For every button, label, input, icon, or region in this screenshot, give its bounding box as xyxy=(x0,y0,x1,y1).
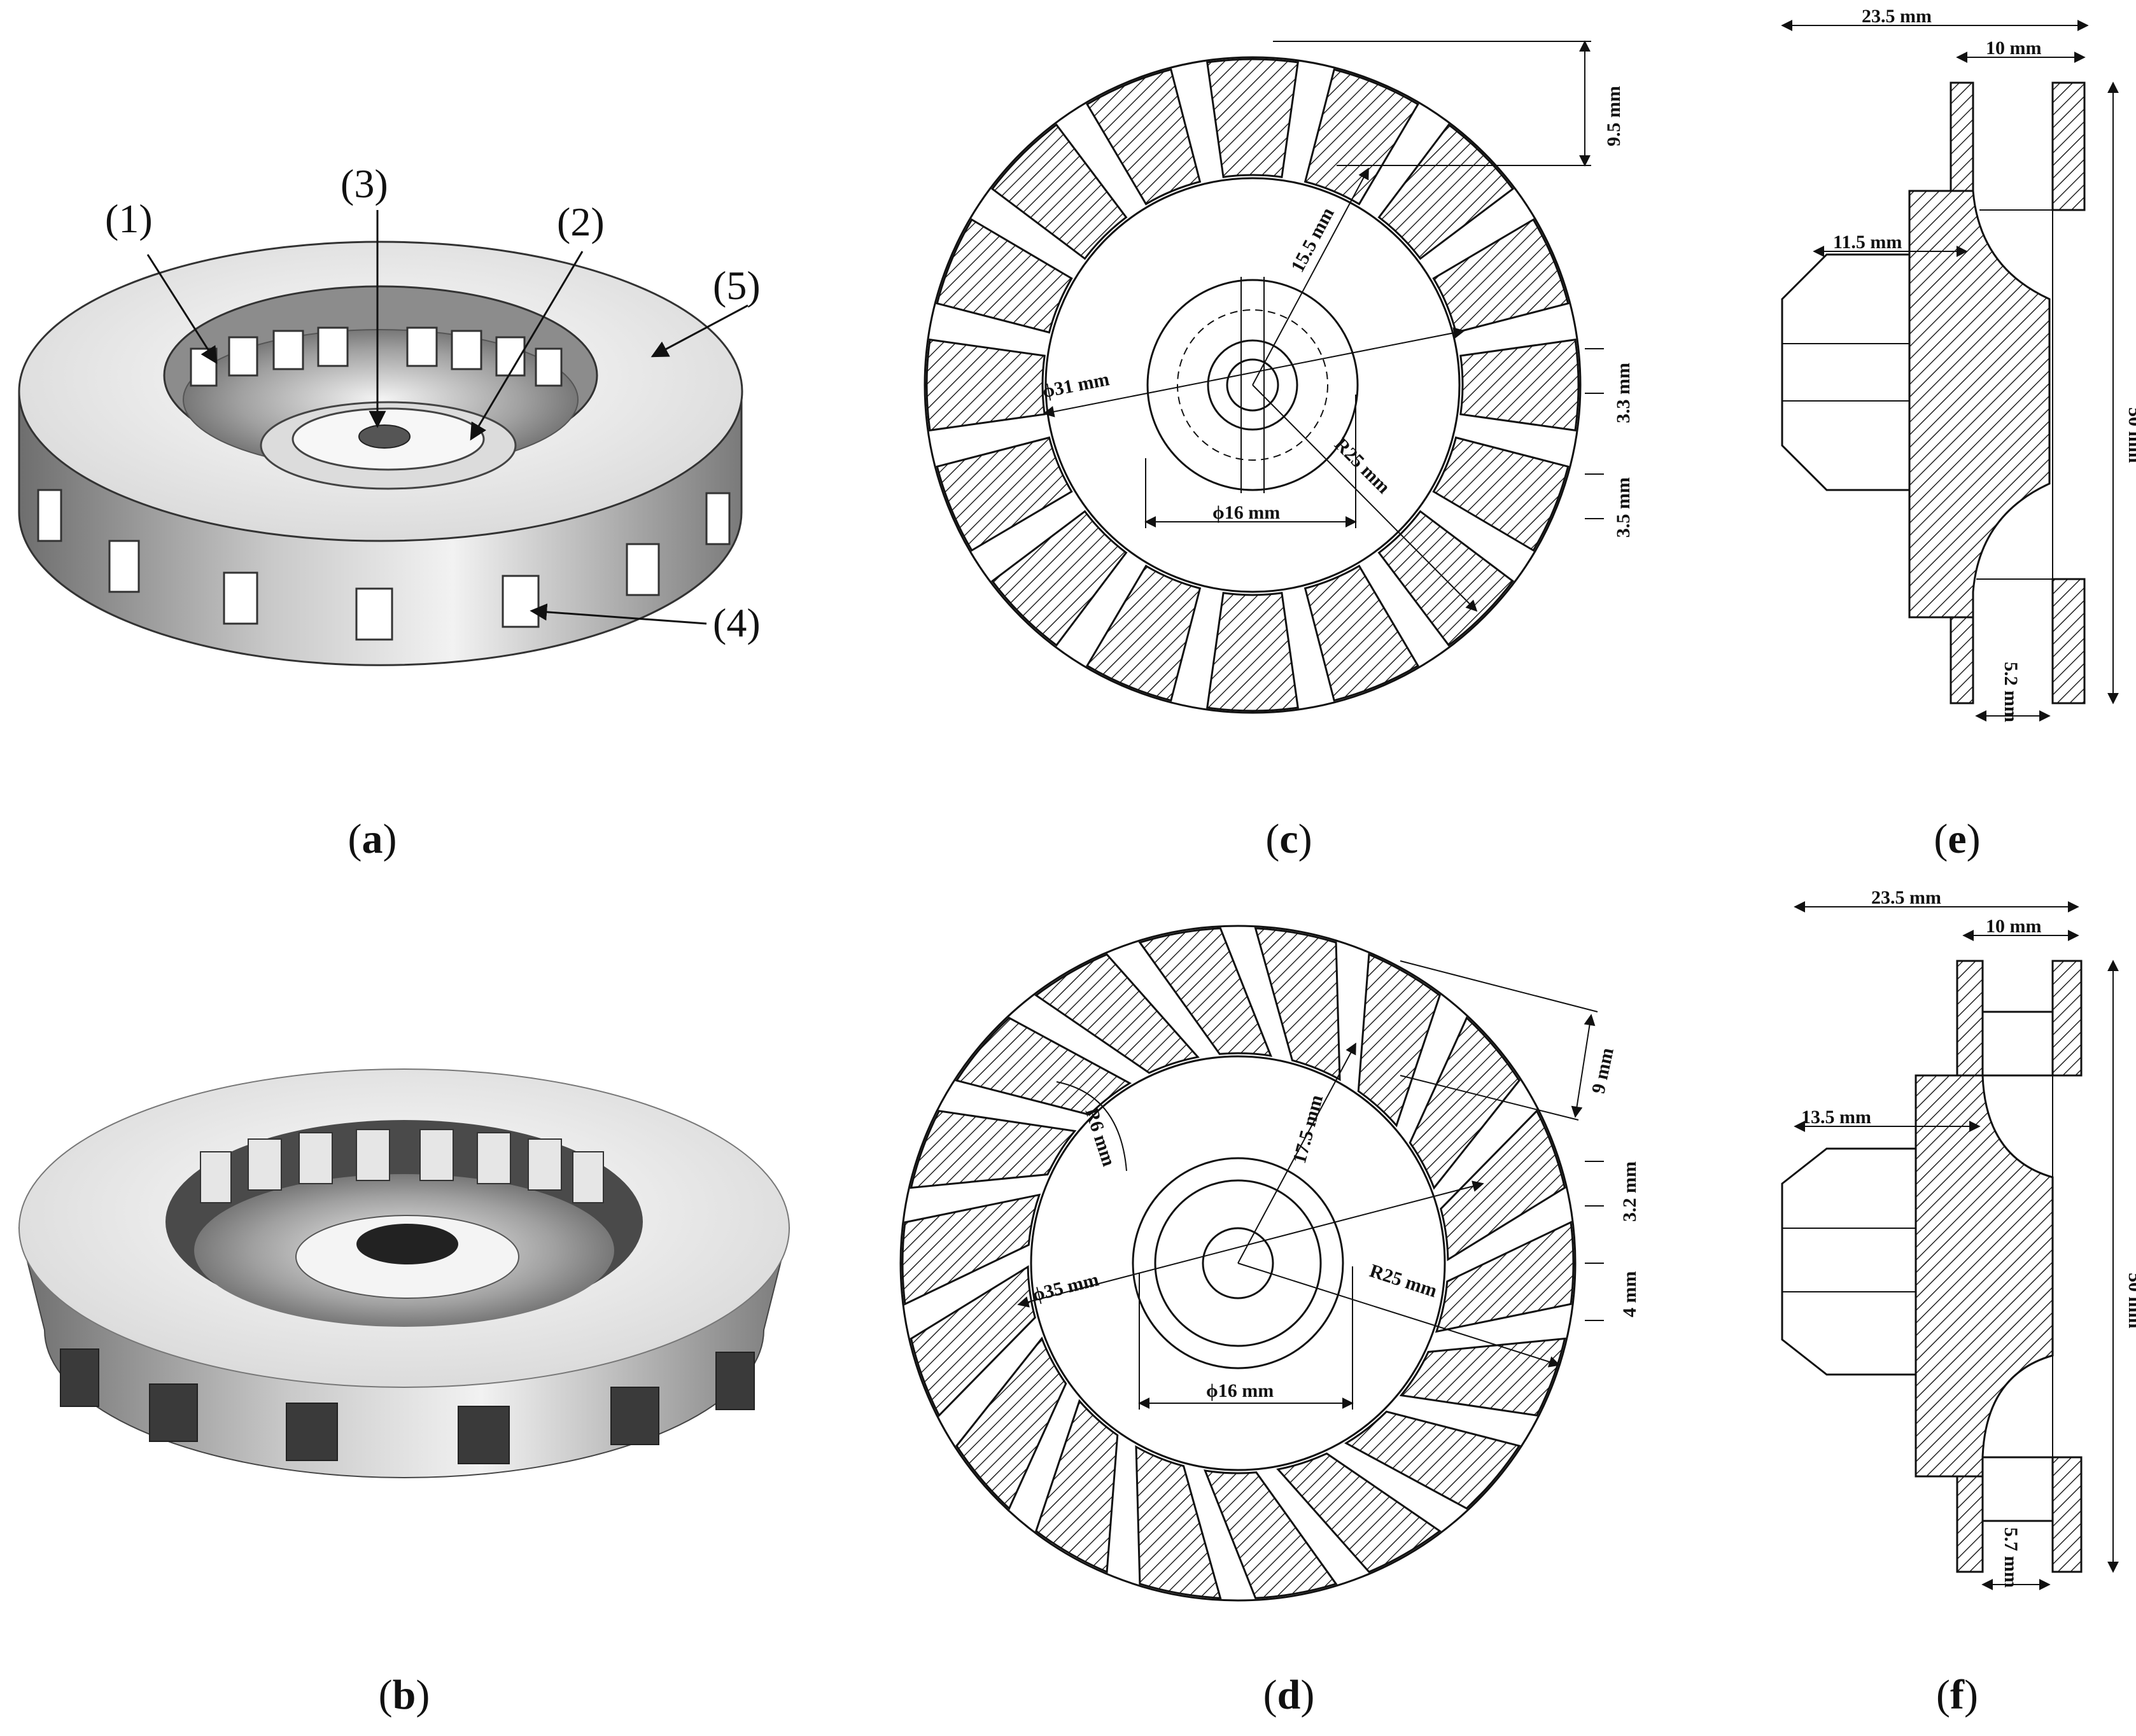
vane-blade xyxy=(1086,564,1202,702)
f-hub-length: 13.5 mm xyxy=(1801,1107,1871,1128)
vane-blade xyxy=(1303,564,1419,702)
vane-blade xyxy=(1206,58,1299,178)
vane-blade xyxy=(936,436,1073,552)
d-slot-a: 3.2 mm xyxy=(1619,1161,1640,1222)
arrow-2 xyxy=(470,251,584,441)
vane-blade xyxy=(1432,218,1570,334)
panel-b-render xyxy=(18,1068,790,1479)
panel-a-3d-model: (1) (3) (2) (5) (4) xyxy=(18,161,761,666)
vane-blade xyxy=(1344,1410,1521,1510)
vane-blade xyxy=(1303,68,1419,206)
c-blade-height: 9.5 mm xyxy=(1603,86,1624,146)
vane-blade xyxy=(1459,339,1580,431)
vane-blade xyxy=(1035,1399,1119,1574)
vane-blade xyxy=(1204,1469,1338,1599)
vane-blade xyxy=(925,339,1046,431)
caption-d: (d) xyxy=(1263,1672,1315,1718)
panel-d-vanes xyxy=(901,927,1575,1599)
vane-blade xyxy=(990,123,1128,260)
vane-blade xyxy=(1206,592,1299,712)
vane-blade xyxy=(1086,68,1202,206)
e-ring-width: 10 mm xyxy=(1986,38,2041,59)
d-hub: ϕ16 mm xyxy=(1206,1380,1274,1401)
panel-f-section: 23.5 mm 10 mm 13.5 mm 50 mm 5.7 mm xyxy=(1781,887,2136,1590)
arrow-4 xyxy=(530,603,707,625)
f-total-width: 23.5 mm xyxy=(1871,887,1941,908)
callout-5: (5) xyxy=(713,263,761,308)
f-ring-width: 10 mm xyxy=(1986,916,2041,937)
caption-c: (c) xyxy=(1265,816,1312,862)
vane-blade xyxy=(1357,953,1441,1128)
d-slot-b: 4 mm xyxy=(1619,1271,1640,1317)
callout-3: (3) xyxy=(341,161,388,206)
vane-blade xyxy=(1138,927,1272,1057)
vane-blade xyxy=(1432,436,1570,552)
d-blade-height: 9 mm xyxy=(1588,1046,1618,1096)
callout-2: (2) xyxy=(557,199,605,244)
vane-blade xyxy=(1034,953,1200,1074)
panel-e-section: 23.5 mm 10 mm 11.5 mm 50 mm 5.2 mm xyxy=(1781,6,2136,722)
caption-f: (f) xyxy=(1936,1672,1978,1718)
f-gap: 5.7 mm xyxy=(2000,1527,2021,1588)
vane-blade xyxy=(955,1016,1132,1116)
caption-e: (e) xyxy=(1934,816,1980,862)
panel-c-drawing: 9.5 mm 15.5 mm ϕ31 mm ϕ16 mm R25 mm 3.3 … xyxy=(924,40,1634,714)
vane-blade xyxy=(955,1336,1067,1510)
c-slot-b: 3.5 mm xyxy=(1613,477,1634,538)
c-slot-a: 3.3 mm xyxy=(1613,363,1634,423)
vane-blade xyxy=(910,1265,1036,1417)
vane-blade xyxy=(1377,123,1515,260)
caption-b: (b) xyxy=(379,1672,430,1718)
e-total-width: 23.5 mm xyxy=(1862,6,1932,27)
vane-blade xyxy=(936,218,1073,334)
e-gap: 5.2 mm xyxy=(2000,662,2021,722)
vane-blade xyxy=(990,510,1128,647)
vane-blade xyxy=(1254,927,1341,1081)
vane-blade xyxy=(1409,1016,1521,1190)
e-hub-length: 11.5 mm xyxy=(1833,232,1902,253)
vane-blade xyxy=(1276,1452,1442,1573)
c-hub: ϕ16 mm xyxy=(1212,502,1280,523)
panel-d-drawing: 9 mm 17.5 mm R6 mm ϕ35 mm ϕ16 mm R25 mm … xyxy=(899,925,1640,1602)
vane-blade xyxy=(1377,510,1515,647)
vane-blade xyxy=(910,1110,1077,1189)
f-height: 50 mm xyxy=(2125,1273,2136,1328)
arrow-5 xyxy=(650,304,748,358)
callout-4: (4) xyxy=(713,600,761,645)
panel-c-vanes xyxy=(925,58,1580,712)
arrow-1 xyxy=(146,254,218,365)
e-height: 50 mm xyxy=(2125,407,2136,463)
caption-a: (a) xyxy=(348,816,397,862)
callout-1: (1) xyxy=(105,196,153,241)
vane-blade xyxy=(1135,1445,1222,1599)
